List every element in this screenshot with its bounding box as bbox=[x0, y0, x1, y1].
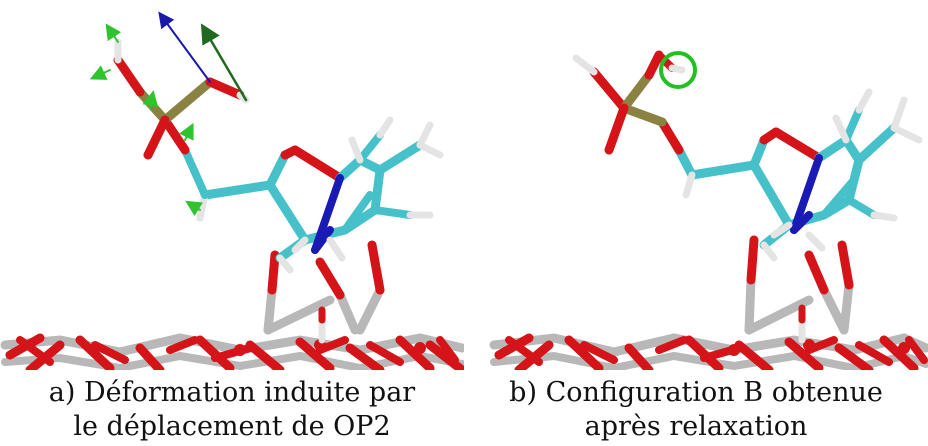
caption-b: b) Configuration B obtenue après relaxat… bbox=[464, 376, 928, 444]
carbon-framework bbox=[200, 131, 425, 263]
displacement-vectors bbox=[89, 11, 248, 217]
surface-anchors bbox=[263, 240, 385, 344]
oxide-surface bbox=[489, 333, 928, 370]
hydrogens-framework bbox=[682, 88, 923, 262]
caption-a-line1: a) Déformation induite par bbox=[48, 377, 416, 408]
panel-b: b) Configuration B obtenue après relaxat… bbox=[464, 0, 928, 446]
caption-a-line2: le déplacement de OP2 bbox=[73, 411, 391, 442]
phosphate-group bbox=[113, 38, 250, 199]
caption-b-line1: b) Configuration B obtenue bbox=[509, 377, 883, 408]
highlight-circle bbox=[659, 51, 697, 89]
molecule-scene-a bbox=[0, 11, 464, 370]
phosphate-group bbox=[572, 50, 686, 155]
oxide-surface bbox=[0, 333, 464, 370]
caption-b-line2: après relaxation bbox=[584, 411, 808, 442]
panel-a: a) Déformation induite par le déplacemen… bbox=[0, 11, 464, 444]
surface-anchors bbox=[744, 235, 854, 344]
molecule-scene-b bbox=[489, 50, 928, 370]
caption-a: a) Déformation induite par le déplacemen… bbox=[0, 376, 464, 444]
